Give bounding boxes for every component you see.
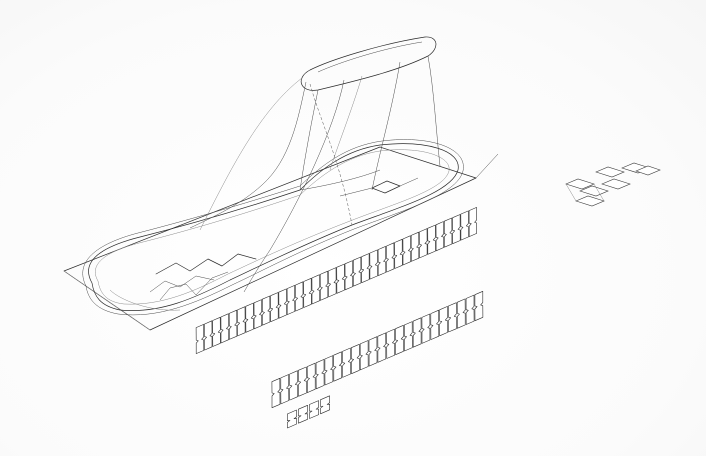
strip-tile bbox=[212, 316, 221, 347]
strip-tile bbox=[311, 274, 320, 305]
strip-tile bbox=[456, 298, 466, 329]
strip-tile bbox=[465, 294, 475, 325]
strip-tile bbox=[298, 366, 307, 397]
strip-tile bbox=[253, 299, 263, 330]
strip-tile bbox=[402, 235, 411, 266]
strip-tile bbox=[328, 267, 337, 298]
strip-tile bbox=[295, 281, 304, 312]
strip-tile bbox=[195, 324, 205, 354]
strip-tile bbox=[427, 224, 436, 255]
strip-tile bbox=[315, 359, 325, 390]
strip-tile bbox=[309, 400, 320, 419]
forefoot-zigzag-detail bbox=[149, 253, 257, 301]
strip-tile bbox=[324, 355, 334, 386]
strip-tile bbox=[419, 228, 428, 259]
insole-outline bbox=[82, 139, 464, 316]
strip-tile bbox=[368, 336, 378, 367]
strip-tile bbox=[394, 239, 403, 269]
strip-tile bbox=[474, 290, 484, 322]
strip-tile bbox=[286, 285, 296, 315]
strip-tile bbox=[303, 277, 312, 308]
strip-tile bbox=[342, 347, 351, 378]
strip-tile bbox=[280, 374, 290, 405]
strip-tile bbox=[412, 317, 422, 348]
strip-tile bbox=[410, 231, 420, 262]
strip-band-upper bbox=[195, 207, 478, 354]
strip-tile bbox=[333, 351, 343, 382]
strip-tile bbox=[386, 242, 395, 273]
strip-tile bbox=[361, 253, 370, 284]
strip-tile bbox=[344, 260, 354, 291]
strip-band-middle bbox=[271, 290, 484, 409]
strip-tile bbox=[261, 295, 271, 326]
heel-counter-form bbox=[189, 36, 441, 293]
strip-tile bbox=[336, 263, 345, 294]
strip-tile bbox=[439, 306, 448, 337]
strip-tile bbox=[395, 324, 404, 356]
strip-tile bbox=[270, 292, 279, 323]
strip-tile bbox=[271, 377, 281, 409]
strip-tile bbox=[369, 249, 378, 280]
strip-tile bbox=[421, 313, 431, 344]
strip-tile bbox=[359, 340, 369, 371]
strip-tile bbox=[430, 309, 440, 340]
detached-square-cluster bbox=[565, 162, 661, 207]
strip-tile bbox=[320, 395, 331, 415]
strip-tile bbox=[377, 332, 387, 363]
strip-tile bbox=[468, 207, 478, 237]
strip-tile bbox=[289, 370, 298, 401]
strip-tile bbox=[377, 246, 387, 276]
strip-tile bbox=[278, 288, 287, 319]
strip-tile bbox=[386, 328, 396, 359]
strip-tile bbox=[245, 302, 254, 333]
strip-tile bbox=[350, 343, 360, 375]
strip-tile bbox=[460, 210, 469, 241]
strip-tile bbox=[306, 362, 316, 393]
strip-tile bbox=[403, 321, 413, 352]
strip-tile bbox=[204, 320, 213, 351]
strip-band-lower bbox=[286, 395, 331, 429]
strip-tile bbox=[452, 214, 461, 244]
strip-tile bbox=[298, 404, 308, 424]
strip-tile bbox=[319, 270, 329, 301]
strip-tile bbox=[286, 409, 297, 429]
heel-diamond-detail bbox=[339, 177, 419, 197]
strip-tile bbox=[435, 221, 445, 252]
strip-tile bbox=[220, 313, 229, 344]
strip-tile bbox=[352, 256, 362, 287]
strip-tile bbox=[443, 217, 453, 248]
strip-tile bbox=[237, 306, 246, 337]
strip-tile bbox=[448, 302, 457, 333]
strip-tile bbox=[228, 309, 238, 340]
